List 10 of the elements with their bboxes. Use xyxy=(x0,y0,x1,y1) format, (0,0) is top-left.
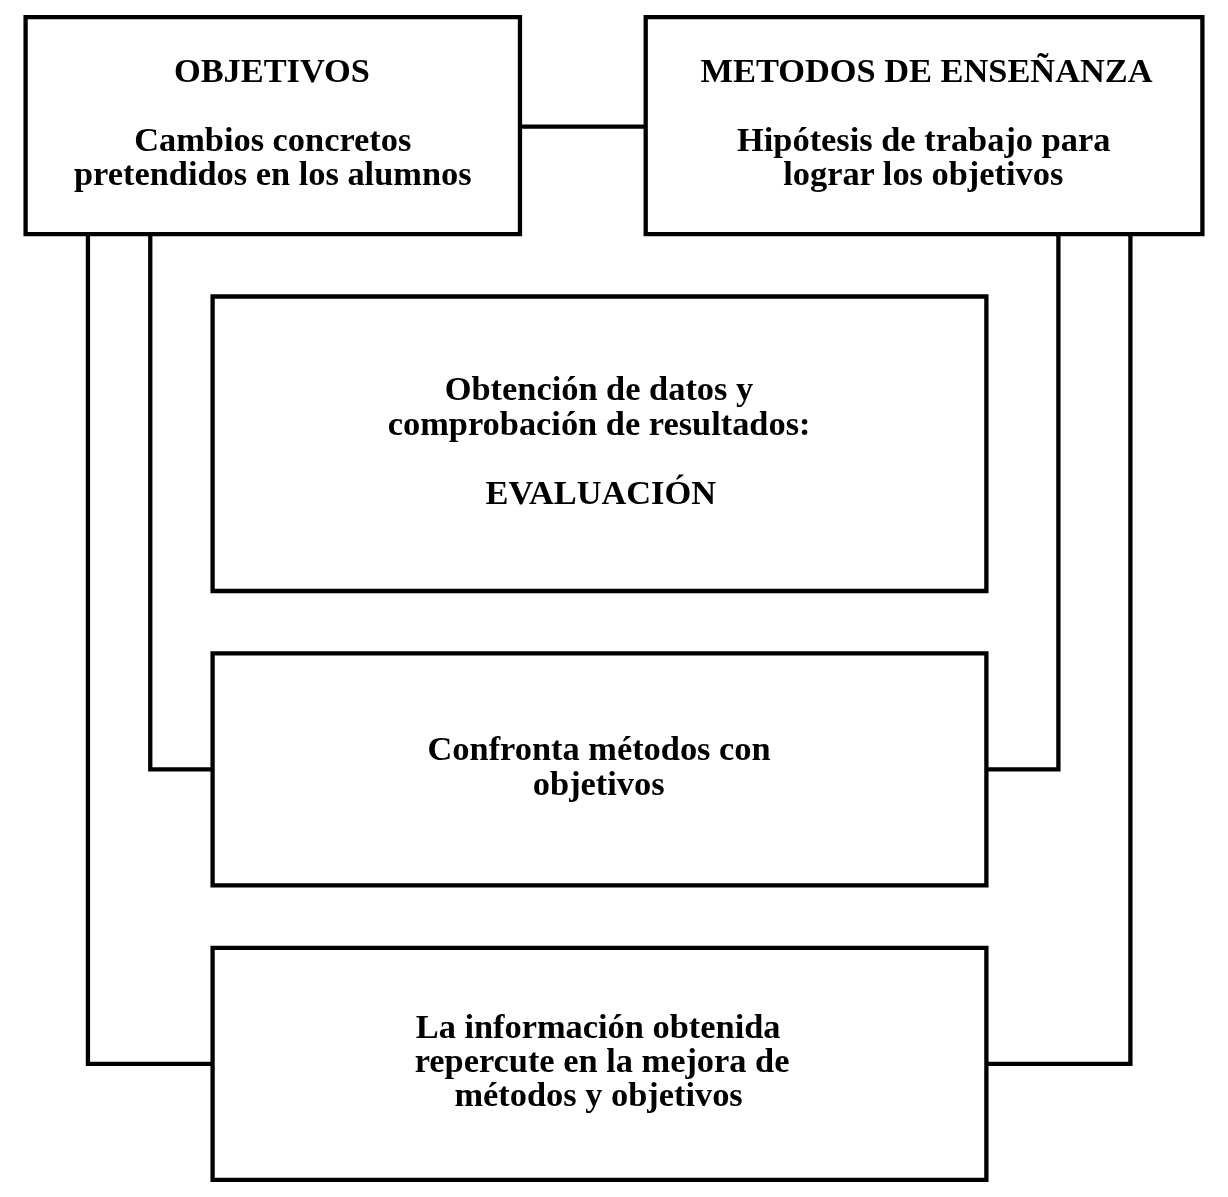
node-box: OBJETIVOS Cambios concretos pretendidos en los alumnos xyxy=(23,14,523,237)
node-box: Confronta métodos con objetivos xyxy=(210,651,989,888)
node-box: Obtención de datos y comprobación de resultados: EVALUACIÓN xyxy=(210,294,989,594)
connector xyxy=(986,235,1133,1066)
node-box: METODOS DE ENSEÑANZA Hipótesis de trabajo para lograr los objetivos xyxy=(643,14,1205,237)
connector xyxy=(986,234,1061,772)
connector xyxy=(520,124,646,129)
node-box: La información obtenida repercute en la mejora de métodos y objetivos xyxy=(210,945,989,1183)
connector xyxy=(148,234,212,772)
connector xyxy=(85,235,213,1066)
